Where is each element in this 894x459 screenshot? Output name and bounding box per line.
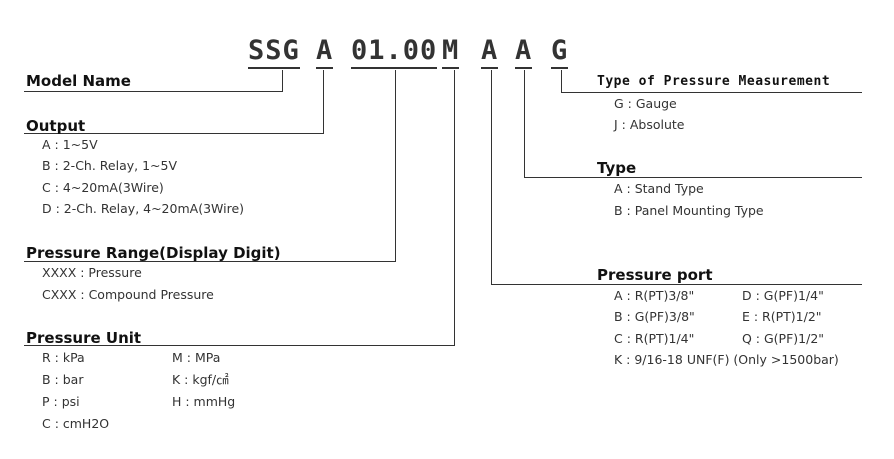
- pressure-port-item: A : R(PT)3/8": [614, 288, 695, 303]
- code-type: A: [515, 36, 533, 69]
- connector-type-v: [524, 70, 525, 178]
- pressure-range-item: CXXX : Compound Pressure: [42, 287, 214, 302]
- connector-unit-v: [454, 70, 455, 346]
- code-range: 01.00: [351, 36, 438, 69]
- pressure-range-title: Pressure Range(Display Digit): [26, 244, 281, 262]
- connector-port-v: [491, 70, 492, 285]
- connector-unit-h: [24, 345, 455, 346]
- pressure-port-item: K : 9/16-18 UNF(F) (Only >1500bar): [614, 352, 839, 367]
- measurement-title: Type of Pressure Measurement: [597, 74, 831, 89]
- pressure-port-item: E : R(PT)1/2": [742, 309, 822, 324]
- connector-range-h: [24, 261, 396, 262]
- output-title: Output: [26, 117, 86, 135]
- pressure-unit-title: Pressure Unit: [26, 329, 142, 347]
- connector-output-h: [24, 133, 324, 134]
- code-unit: M: [442, 36, 460, 69]
- connector-measurement-v: [561, 70, 562, 93]
- type-title: Type: [597, 159, 637, 177]
- connector-series-v: [282, 70, 283, 92]
- connector-range-v: [395, 70, 396, 262]
- connector-port-h: [491, 284, 862, 285]
- connector-model-name-h: [24, 91, 283, 92]
- measurement-item: J : Absolute: [614, 117, 685, 132]
- pressure-port-item: C : R(PT)1/4": [614, 331, 695, 346]
- measurement-item: G : Gauge: [614, 96, 677, 111]
- code-output: A: [316, 36, 334, 69]
- output-item: A : 1~5V: [42, 137, 98, 152]
- pressure-unit-item: H : mmHg: [172, 394, 236, 409]
- pressure-range-item: XXXX : Pressure: [42, 265, 142, 280]
- code-measurement: G: [551, 36, 569, 69]
- pressure-port-item: D : G(PF)1/4": [742, 288, 824, 303]
- pressure-port-item: Q : G(PF)1/2": [742, 331, 825, 346]
- pressure-unit-item: B : bar: [42, 372, 84, 387]
- pressure-unit-item: P : psi: [42, 394, 80, 409]
- connector-output-v: [323, 70, 324, 134]
- pressure-port-item: B : G(PF)3/8": [614, 309, 695, 324]
- output-item: B : 2-Ch. Relay, 1~5V: [42, 158, 178, 173]
- type-item: B : Panel Mounting Type: [614, 203, 764, 218]
- output-item: C : 4~20mA(3Wire): [42, 180, 164, 195]
- model-name-title: Model Name: [26, 72, 131, 90]
- output-item: D : 2-Ch. Relay, 4~20mA(3Wire): [42, 201, 245, 216]
- pressure-unit-item: M : MPa: [172, 350, 221, 365]
- pressure-port-title: Pressure port: [597, 266, 713, 284]
- code-series: SSG: [248, 36, 300, 69]
- code-port: A: [481, 36, 499, 69]
- connector-measurement-h: [561, 92, 862, 93]
- pressure-unit-item: K : kgf/㎠: [172, 372, 229, 387]
- pressure-unit-item: C : cmH2O: [42, 416, 110, 431]
- connector-type-h: [524, 177, 862, 178]
- type-item: A : Stand Type: [614, 181, 704, 196]
- pressure-unit-item: R : kPa: [42, 350, 85, 365]
